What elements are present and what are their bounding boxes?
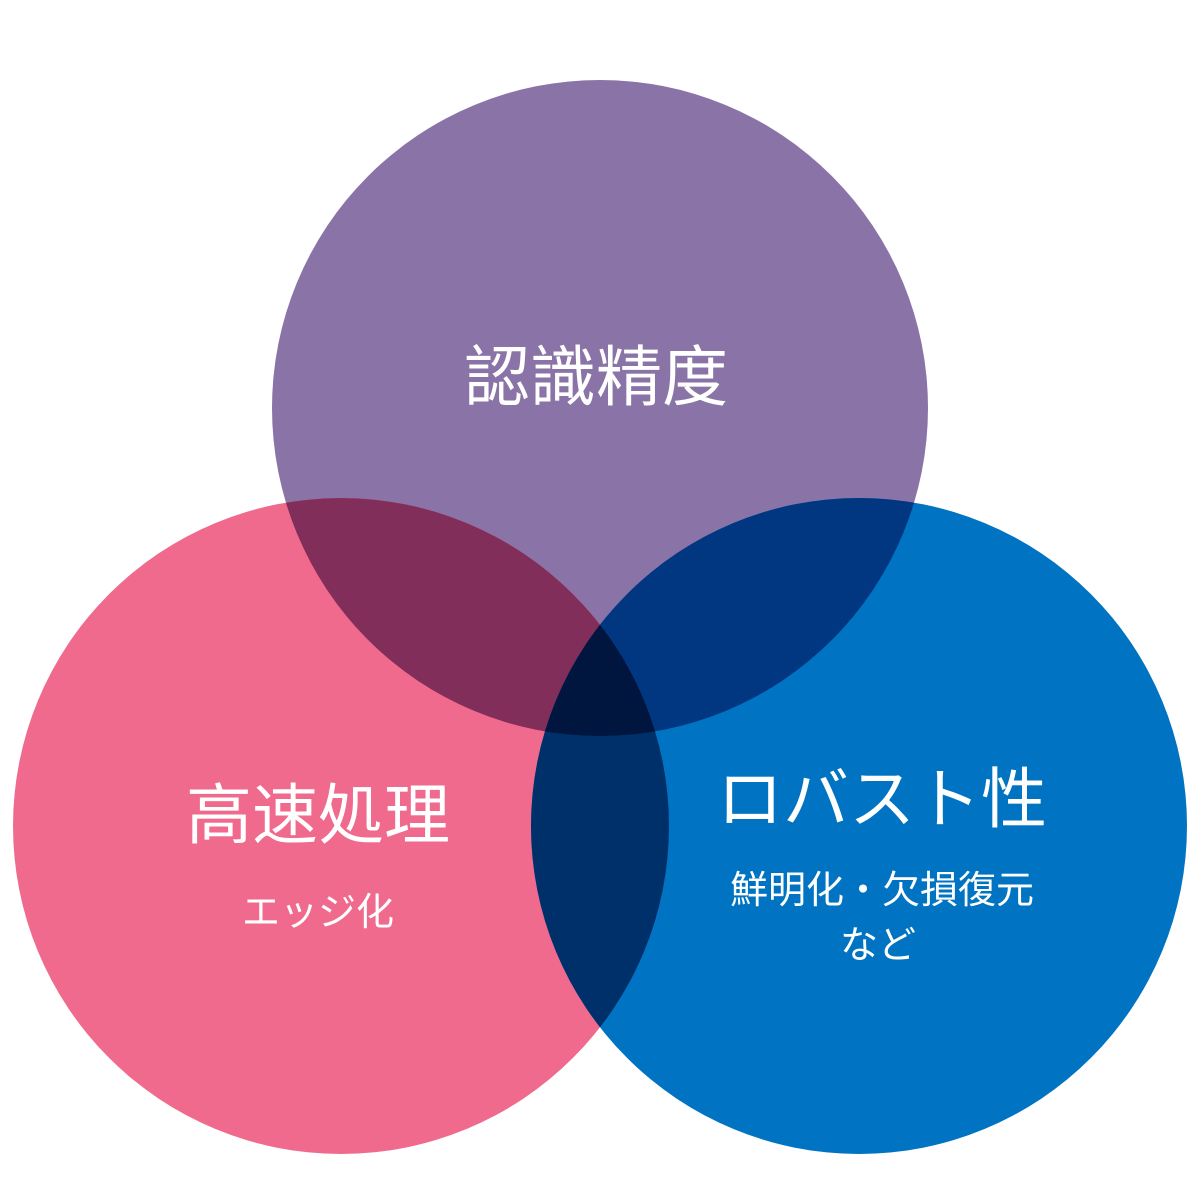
overlap-top-left <box>272 498 669 736</box>
label-right-sub-line1: 鮮明化・欠損復元 <box>730 868 1034 912</box>
label-right-sub-line2: など <box>840 923 916 967</box>
overlap-top-right <box>531 498 928 736</box>
label-right-title: ロバスト性 <box>717 761 1047 838</box>
label-left-title: 高速処理 <box>186 777 450 854</box>
label-left-sub: エッジ化 <box>242 890 394 934</box>
label-top-title: 認識精度 <box>464 339 728 416</box>
